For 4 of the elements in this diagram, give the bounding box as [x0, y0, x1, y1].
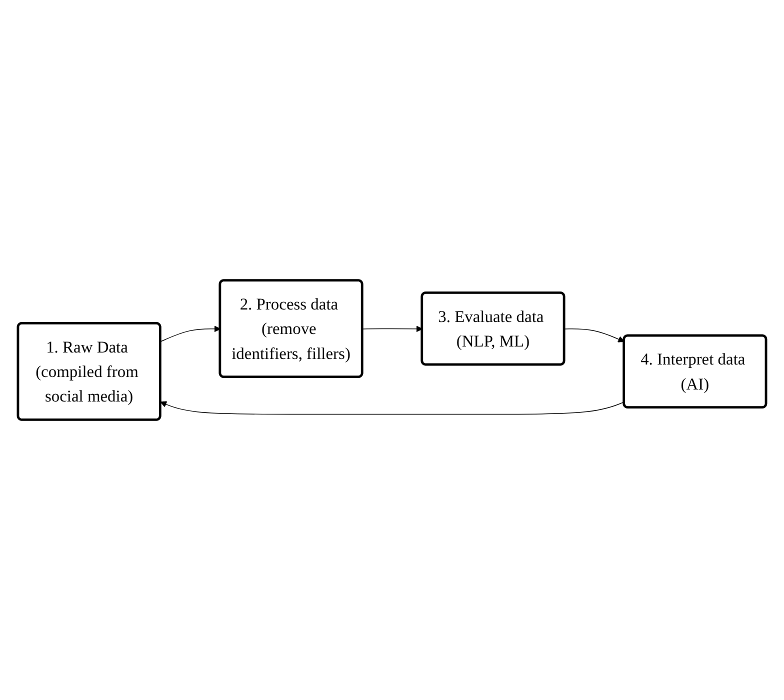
arrow — [362, 326, 423, 332]
arrow — [160, 401, 625, 415]
arrow — [564, 328, 625, 342]
arrow — [160, 326, 221, 342]
